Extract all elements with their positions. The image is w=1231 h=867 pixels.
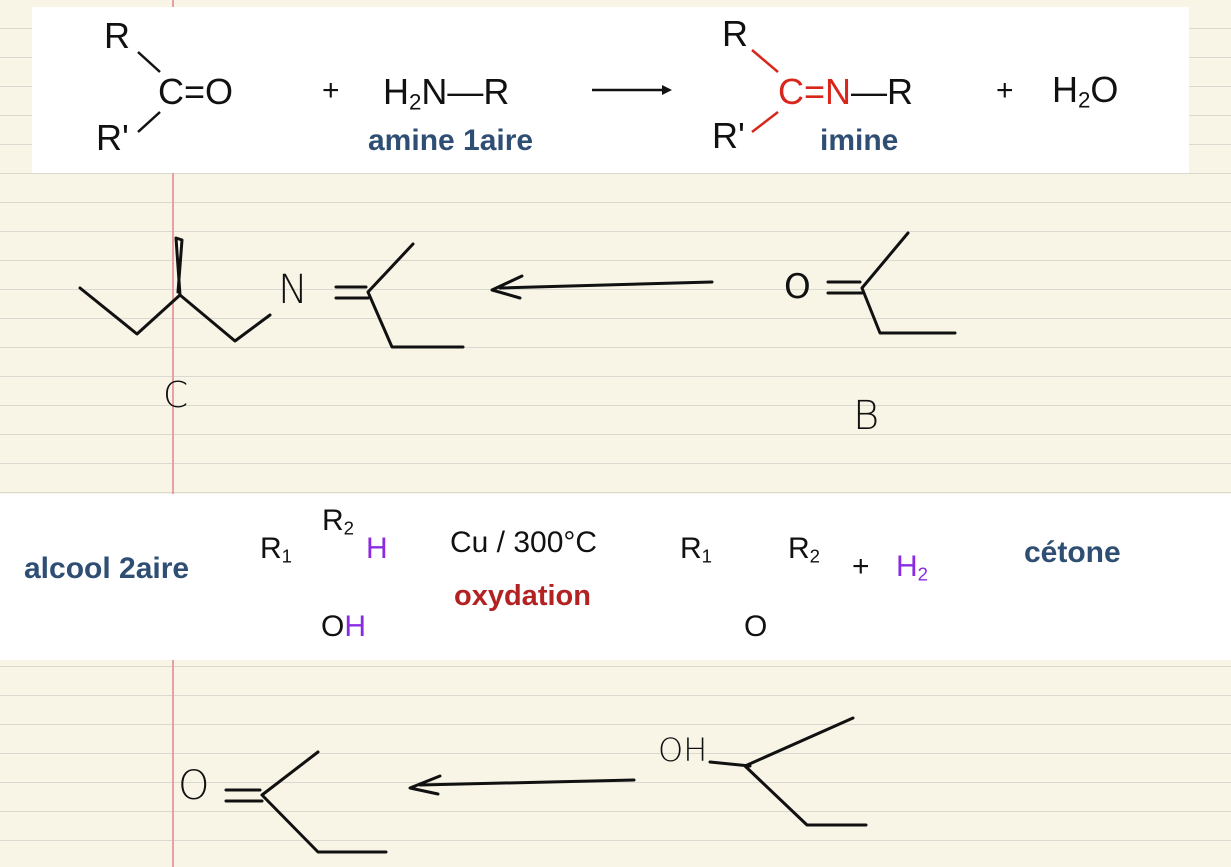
imine-r: R <box>722 13 748 54</box>
hand-double-bond-c <box>334 285 370 300</box>
reaction-process-label: oxydation <box>454 580 591 612</box>
hand-wedge-c <box>174 236 184 297</box>
amine-label: amine 1aire <box>368 124 534 157</box>
alcohol-class-label: alcool 2aire <box>24 552 190 585</box>
ketone-r: R <box>104 15 130 56</box>
ketone-r1: R1 <box>680 532 713 567</box>
imine-label: imine <box>820 124 899 157</box>
hand-double-bond-ketone <box>224 788 264 803</box>
hand-double-bond-b <box>826 280 864 295</box>
hand-oxygen-b: O <box>784 267 811 307</box>
hand-branches-alcohol <box>708 716 868 827</box>
water-formula: H2O <box>1052 69 1119 113</box>
reaction-conditions: Cu / 300°C <box>450 526 598 559</box>
hand-branches-c <box>366 242 465 349</box>
hand-arrow-2 <box>408 774 636 796</box>
hand-oxygen-ketone: O <box>178 763 210 809</box>
ketone-r-prime-bond <box>137 111 161 133</box>
hand-arrow-1 <box>490 274 714 300</box>
alcohol-oh: OH <box>321 610 367 643</box>
notebook-margin-line <box>172 0 174 867</box>
imine-formula: C=N—R <box>778 71 914 112</box>
hand-hydroxyl: OH <box>658 731 708 769</box>
imine-r-prime: R' <box>712 115 745 156</box>
hand-label-c: C <box>163 375 189 416</box>
alcohol-r1: R1 <box>260 532 293 567</box>
ketone-r-bond <box>137 51 161 73</box>
ketone-oxygen: O <box>744 610 768 643</box>
hydrogen-product: H2 <box>896 550 929 585</box>
plus-sign-1: + <box>322 74 340 107</box>
amine-formula: H2N—R <box>383 71 510 115</box>
imine-r-prime-bond <box>751 111 779 133</box>
plus-sign-2: + <box>996 74 1014 107</box>
plus-sign-3: + <box>852 550 870 583</box>
ketone-class-label: cétone <box>1024 536 1121 569</box>
hand-chain-c <box>78 286 272 343</box>
hand-nitrogen-c: N <box>278 267 308 313</box>
ketone-r-prime: R' <box>96 117 129 158</box>
ketone-r2: R2 <box>788 532 821 567</box>
hand-label-b: B <box>853 393 880 439</box>
hand-branches-ketone <box>260 750 388 854</box>
ketone-carbonyl: C=O <box>158 71 234 112</box>
imine-r-bond <box>751 49 779 73</box>
hand-branches-b <box>860 231 957 335</box>
reaction-arrow-1-head <box>662 85 672 95</box>
alcohol-r2: R2 <box>322 504 355 539</box>
alcohol-h: H <box>366 532 388 565</box>
alcohol-oxidation-panel: alcool 2aire R1 R2 H OH Cu / 300°C oxyda… <box>0 494 1231 660</box>
